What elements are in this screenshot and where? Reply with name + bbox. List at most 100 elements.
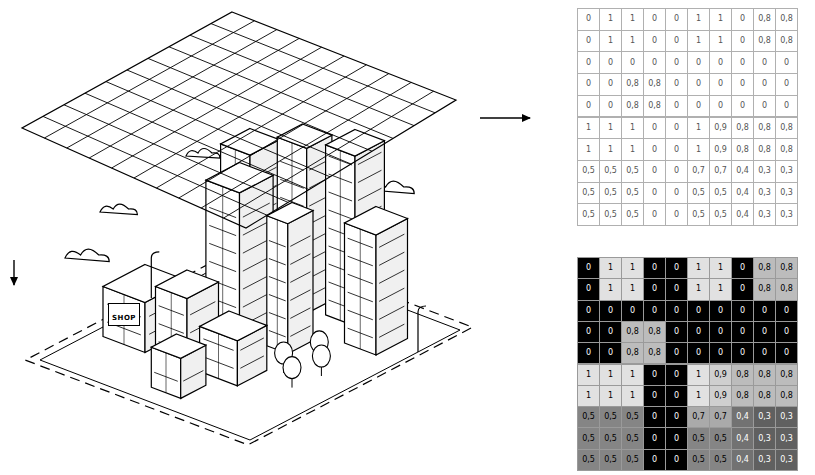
building-roof — [151, 334, 206, 358]
grid-cell: 0 — [621, 300, 644, 322]
grid-cell: 0,8 — [643, 321, 666, 343]
cell-value: 0 — [652, 435, 657, 443]
grid-cell: 0 — [577, 51, 600, 74]
grid-cell: 0,8 — [775, 364, 798, 386]
window-line — [243, 275, 270, 289]
cell-value: 0,8 — [758, 37, 771, 45]
cell-value: 0,8 — [780, 124, 793, 132]
grid-cell: 0,8 — [775, 117, 798, 140]
cell-value: 1 — [630, 124, 635, 132]
cell-value: 1 — [630, 37, 635, 45]
window-line — [277, 220, 278, 350]
cell-value: 0 — [696, 349, 701, 357]
window-line — [379, 234, 404, 247]
down-arrow — [13, 260, 14, 285]
grid-cell: 0 — [577, 257, 600, 279]
grid-line — [106, 82, 330, 177]
cell-value: 0,8 — [626, 328, 639, 336]
grid-cell: 0,8 — [621, 95, 644, 118]
grid-cell: 0,8 — [731, 138, 754, 161]
grid-cell: 0 — [687, 342, 710, 364]
cell-value: 0 — [652, 37, 657, 45]
window-line — [166, 353, 167, 393]
grid-cell: 1 — [621, 257, 644, 279]
grid-cell: 1 — [577, 385, 600, 407]
grid-line — [224, 91, 434, 218]
cloud-outline — [65, 249, 109, 261]
cell-value: 0,7 — [692, 413, 705, 421]
grid-line — [127, 70, 351, 164]
grid-cell: 1 — [709, 8, 732, 31]
cell-value: 0 — [674, 211, 679, 219]
grid-cell: 0,8 — [643, 342, 666, 364]
cell-value: 0,9 — [714, 146, 727, 154]
cell-value: 0,8 — [780, 264, 793, 272]
cloud-outline — [100, 204, 137, 214]
building-face — [288, 211, 313, 354]
grid-cell: 1 — [599, 30, 622, 53]
cell-value: 0 — [608, 349, 613, 357]
cell-value: 0 — [674, 146, 679, 154]
grid-cell: 0,8 — [775, 138, 798, 161]
cell-value: 0,8 — [780, 37, 793, 45]
cell-value: 0 — [674, 328, 679, 336]
grid-cell: 0 — [753, 342, 776, 364]
cell-value: 0 — [696, 59, 701, 67]
grid-cell: 0 — [731, 321, 754, 343]
cell-value: 0 — [652, 124, 657, 132]
cell-value: 0,5 — [714, 189, 727, 197]
grid-cell: 0 — [665, 257, 688, 279]
cell-value: 0,3 — [758, 435, 771, 443]
building-face — [376, 219, 408, 356]
grid-cell: 0,8 — [753, 30, 776, 53]
cell-value: 0,5 — [582, 435, 595, 443]
grid-cell: 0 — [599, 73, 622, 96]
grid-cell: 0 — [599, 321, 622, 343]
cell-value: 0 — [652, 189, 657, 197]
grid-cell: 0 — [643, 300, 666, 322]
cell-value: 0,8 — [758, 124, 771, 132]
grid-cell: 0 — [753, 300, 776, 322]
grid-cell: 1 — [687, 278, 710, 300]
cell-value: 0 — [586, 80, 591, 88]
grid-cell: 0 — [665, 30, 688, 53]
cell-value: 0 — [586, 37, 591, 45]
cell-value: 1 — [630, 285, 635, 293]
cell-value: 0,5 — [604, 435, 617, 443]
cell-value: 0 — [674, 124, 679, 132]
cell-value: 0,8 — [736, 371, 749, 379]
grid-line — [201, 82, 411, 208]
grid-cell: 0 — [599, 95, 622, 118]
grid-cell: 1 — [621, 117, 644, 140]
grid-cell: 0 — [599, 51, 622, 74]
cell-value: 0 — [696, 328, 701, 336]
building-roof — [156, 270, 219, 299]
cell-value: 1 — [696, 37, 701, 45]
cell-value: 0,3 — [780, 167, 793, 175]
cell-value: 0 — [608, 307, 613, 315]
cell-value: 0,7 — [692, 167, 705, 175]
window-line — [243, 257, 270, 271]
grid-cell: 0 — [731, 300, 754, 322]
cell-value: 1 — [696, 146, 701, 154]
grid-cell: 0,9 — [709, 364, 732, 386]
grid-cell: 0 — [577, 321, 600, 343]
cell-value: 0,5 — [626, 413, 639, 421]
cell-value: 0 — [718, 102, 723, 110]
window-line — [360, 229, 361, 349]
cell-value: 0,9 — [714, 392, 727, 400]
grid-cell: 0 — [687, 95, 710, 118]
grid-cell: 0 — [775, 342, 798, 364]
grid-cell: 0,5 — [577, 160, 600, 183]
window-line — [240, 356, 264, 368]
cell-value: 0,5 — [626, 167, 639, 175]
cell-value: 0 — [762, 59, 767, 67]
cell-value: 0,8 — [626, 102, 639, 110]
grid-cell: 0 — [731, 8, 754, 31]
cell-value: 0 — [784, 307, 789, 315]
cell-value: 0 — [762, 307, 767, 315]
grid-cell: 1 — [577, 138, 600, 161]
grid-cell: 0 — [775, 73, 798, 96]
cell-value: 0,5 — [626, 456, 639, 464]
cell-value: 1 — [608, 371, 613, 379]
